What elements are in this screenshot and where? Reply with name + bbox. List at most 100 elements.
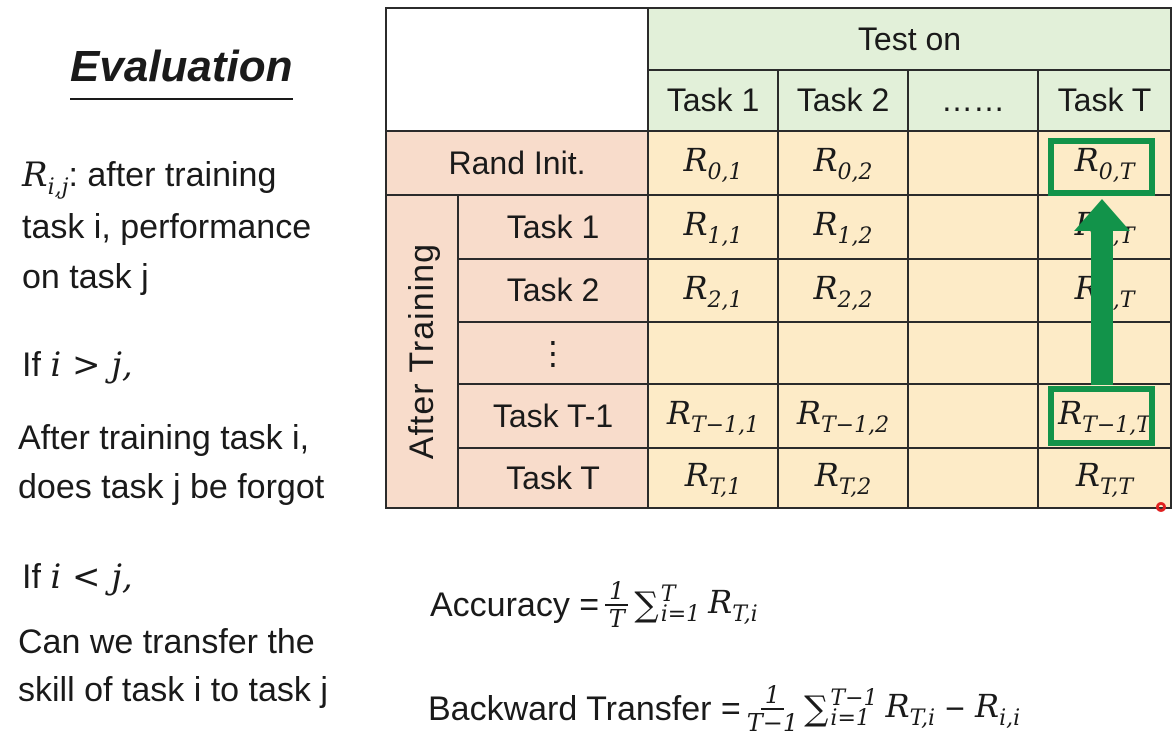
matrix-cell: R1,2 xyxy=(779,196,909,260)
matrix-cell-sub: T,2 xyxy=(838,475,872,500)
matrix-cell-value: RT−1,T xyxy=(1058,394,1151,438)
bwt-frac-den: T−1 xyxy=(746,709,799,737)
matrix-cell xyxy=(649,323,779,385)
after-training-label: After Training xyxy=(387,196,459,509)
pointer-dot-icon xyxy=(1156,502,1166,512)
row-label-task-t-1: Task T-1 xyxy=(459,385,649,449)
row-label-task-1: Task 1 xyxy=(459,196,649,260)
bwt-term2-sub: i,i xyxy=(999,706,1021,731)
matrix-cell-value: RT,1 xyxy=(685,456,742,500)
highlight-box-r0t xyxy=(1048,138,1155,196)
definition-line1: Ri,j: after training xyxy=(22,150,276,213)
highlight-box-rt-1t xyxy=(1048,386,1155,446)
case1-cond: i > j, xyxy=(50,345,133,385)
after-training-text: After Training xyxy=(402,243,441,460)
case1-line1: After training task i, xyxy=(18,419,310,457)
matrix-cell-base: R xyxy=(683,141,708,179)
bwt-minus: − xyxy=(945,689,965,728)
matrix-cell: RT−1,1 xyxy=(649,385,779,449)
accuracy-frac-den: T xyxy=(608,605,625,633)
matrix-cell-base: R xyxy=(1074,141,1099,179)
matrix-cell-sub: 2,1 xyxy=(707,287,743,313)
matrix-cell xyxy=(909,449,1039,509)
bwt-term2: Ri,i xyxy=(975,687,1020,731)
matrix-cell-sub: T−1,1 xyxy=(690,413,760,438)
bwt-frac-num: 1 xyxy=(760,682,785,710)
row-label-task-t: Task T xyxy=(459,449,649,509)
bwt-sum-icon: ∑ xyxy=(804,689,829,729)
matrix-cell-sub: 1,2 xyxy=(837,224,873,249)
matrix-cell-value: RT,T xyxy=(1076,456,1133,500)
matrix-cell-sub: T−1,2 xyxy=(820,413,890,438)
matrix-cell: R2,2 xyxy=(779,260,909,323)
accuracy-sum-limits: T i=1 xyxy=(660,584,701,627)
matrix-cell-base: R xyxy=(683,205,708,243)
accuracy-frac-num: 1 xyxy=(605,578,629,606)
case1-line2: does task j be forgot xyxy=(18,468,325,506)
bwt-label: Backward Transfer = xyxy=(428,689,741,728)
definition-line3: on task j xyxy=(22,258,149,296)
evaluation-matrix: Test on Task 1 Task 2 …… Task T Rand Ini… xyxy=(385,7,1172,509)
matrix-cell-base: R xyxy=(796,394,821,432)
case2-line2: skill of task i to task j xyxy=(18,671,328,709)
matrix-cell-value: R0,2 xyxy=(813,141,872,185)
matrix-cell-sub: T,T xyxy=(1099,475,1134,500)
row-label-rand-init: Rand Init. xyxy=(387,132,649,196)
matrix-cell-value: R1,1 xyxy=(683,205,742,249)
definition-text-1: : after training xyxy=(68,156,277,194)
matrix-cell-sub: T,1 xyxy=(708,475,742,500)
matrix-cell: R2,1 xyxy=(649,260,779,323)
matrix-cell: RT−1,2 xyxy=(779,385,909,449)
matrix-cell-base: R xyxy=(813,205,838,243)
case1-condition: If i > j, xyxy=(22,340,133,390)
matrix-cell-base: R xyxy=(683,268,708,307)
col-header-task-1: Task 1 xyxy=(649,71,779,132)
accuracy-term-sub: T,i xyxy=(732,602,758,627)
col-header-task-2: Task 2 xyxy=(779,71,909,132)
accuracy-formula: Accuracy = 1 T ∑ T i=1 RT,i xyxy=(430,578,758,632)
matrix-cell: RT,T xyxy=(1039,449,1172,509)
matrix-cell xyxy=(909,323,1039,385)
bwt-sum-lower: i=1 xyxy=(830,706,870,731)
accuracy-term-base: R xyxy=(708,583,733,621)
matrix-cell-base: R xyxy=(813,141,838,179)
matrix-cell-base: R xyxy=(666,394,691,432)
row-label-ellipsis: ⋮ xyxy=(459,323,649,385)
page-title: Evaluation xyxy=(70,40,293,100)
bwt-term1-sub: T,i xyxy=(909,706,936,731)
corner-blank-cell xyxy=(387,9,649,132)
backward-transfer-formula: Backward Transfer = 1 T−1 ∑ T−1 i=1 RT,i… xyxy=(428,682,1020,736)
matrix-cell xyxy=(909,385,1039,449)
accuracy-term: RT,i xyxy=(708,583,758,627)
accuracy-label: Accuracy = xyxy=(430,585,600,624)
case2-line1: Can we transfer the xyxy=(18,623,315,661)
bwt-term1-base: R xyxy=(885,687,910,725)
matrix-cell-base: R xyxy=(1075,456,1100,494)
matrix-cell-base: R xyxy=(813,268,838,307)
case1-if: If xyxy=(22,346,41,384)
row-label-task-2: Task 2 xyxy=(459,260,649,323)
matrix-cell-sub: 1,1 xyxy=(707,224,743,249)
bwt-term1: RT,i xyxy=(886,687,936,731)
up-arrow-icon xyxy=(1074,199,1130,231)
test-on-header: Test on xyxy=(649,9,1172,71)
matrix-cell: R0,1 xyxy=(649,132,779,196)
matrix-cell-value: R2,1 xyxy=(683,269,742,313)
matrix-cell xyxy=(909,132,1039,196)
col-header-ellipsis: …… xyxy=(909,71,1039,132)
case2-if: If xyxy=(22,558,41,596)
matrix-cell-value: R1,2 xyxy=(813,205,872,249)
accuracy-fraction: 1 T xyxy=(605,578,629,633)
matrix-cell-sub: 0,1 xyxy=(707,160,743,185)
accuracy-sum-lower: i=1 xyxy=(660,602,701,627)
matrix-cell-base: R xyxy=(684,456,709,494)
matrix-cell-base: R xyxy=(814,456,839,494)
matrix-cell xyxy=(779,323,909,385)
case2-condition: If i < j, xyxy=(22,552,133,602)
matrix-cell-value: RT−1,2 xyxy=(797,394,889,438)
arrow-shaft xyxy=(1091,229,1113,385)
matrix-cell-sub: 2,2 xyxy=(837,287,873,313)
matrix-cell-sub: 0,2 xyxy=(837,160,873,185)
matrix-cell: R1,1 xyxy=(649,196,779,260)
bwt-fraction: 1 T−1 xyxy=(747,682,798,736)
